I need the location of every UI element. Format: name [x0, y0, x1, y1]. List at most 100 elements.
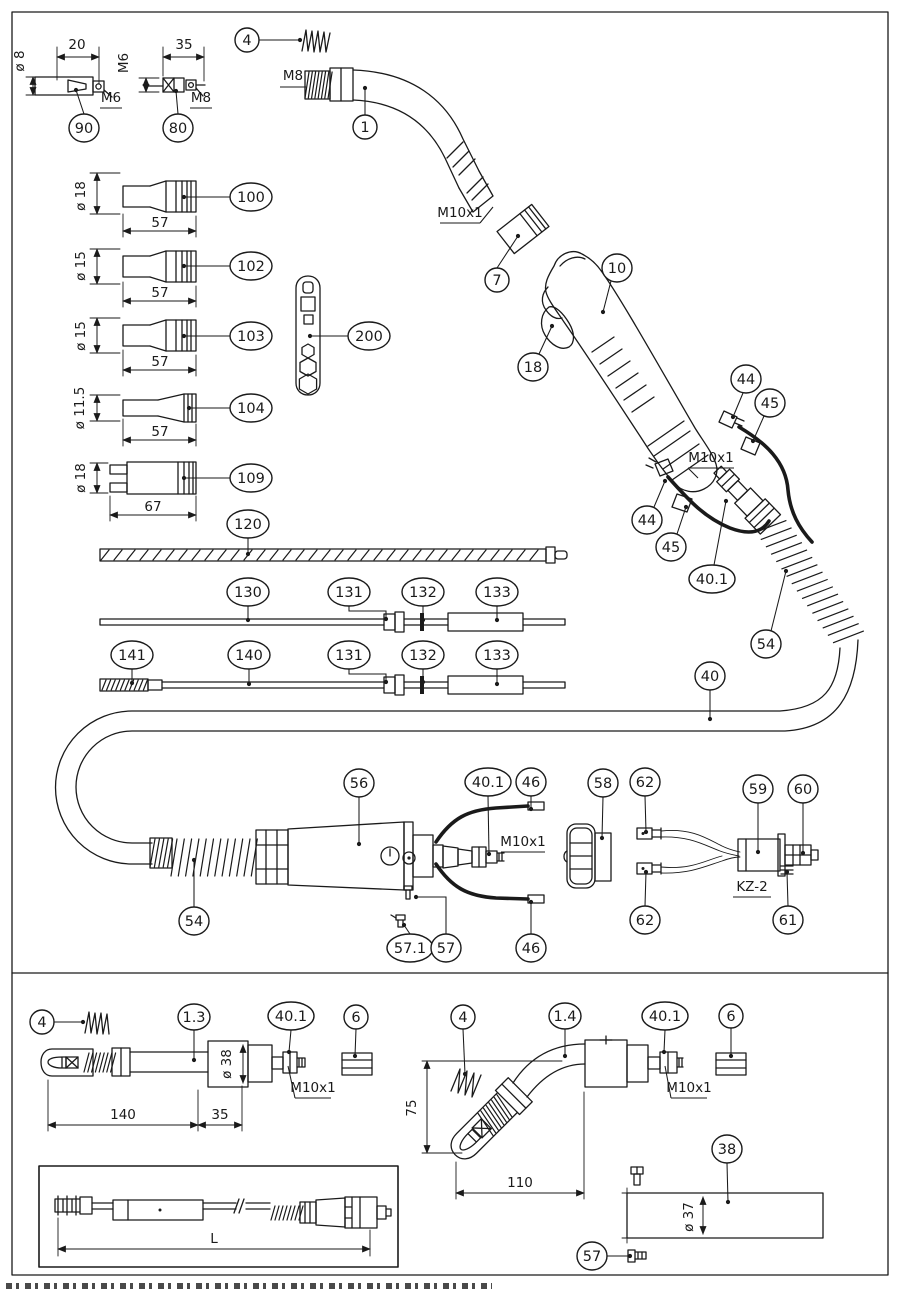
svg-text:140: 140	[235, 648, 263, 664]
svg-text:56: 56	[350, 776, 368, 792]
label-m10_d: M10x1	[664, 1065, 712, 1099]
svg-text:57: 57	[151, 215, 168, 231]
label-dim_d18a: ø 18	[73, 181, 89, 211]
inset-complete-torch-drawing	[38, 1165, 399, 1268]
label-m8_80: M8	[190, 90, 212, 109]
svg-text:M8: M8	[283, 68, 303, 84]
svg-text:57: 57	[151, 285, 168, 301]
balloon-54a: 54	[750, 568, 789, 659]
part-40-1-fitting-upper-drawing	[713, 465, 782, 535]
part-38-handle-tube-drawing	[621, 1187, 824, 1244]
svg-text:60: 60	[794, 782, 812, 798]
svg-text:35: 35	[175, 37, 192, 53]
svg-text:132: 132	[409, 585, 437, 601]
svg-text:57: 57	[583, 1249, 601, 1265]
balloon-57b: 57	[576, 1241, 633, 1271]
part-1-swan-neck-drawing	[304, 67, 494, 213]
part-10-handle-drawing	[541, 251, 718, 493]
balloon-131a: 131	[327, 577, 389, 622]
balloon-104: 104	[186, 393, 273, 423]
balloon-60: 60	[787, 774, 819, 856]
part-103-gas-nozzle-drawing	[89, 317, 197, 377]
liner-row-140-drawing	[99, 674, 566, 696]
svg-text:131: 131	[335, 585, 363, 601]
part-1-4-bent-neck-drawing	[421, 1035, 684, 1200]
svg-text:4: 4	[242, 33, 251, 49]
svg-text:20: 20	[68, 37, 85, 53]
svg-text:ø 18: ø 18	[73, 181, 89, 211]
label-dim_140: 140	[110, 1107, 136, 1123]
svg-text:38: 38	[718, 1142, 736, 1158]
part-102-gas-nozzle-drawing	[89, 248, 197, 308]
label-dim_d15b: ø 15	[73, 321, 89, 351]
svg-text:57: 57	[151, 354, 168, 370]
svg-text:6: 6	[351, 1010, 360, 1026]
svg-text:KZ-2: KZ-2	[736, 879, 767, 895]
part-46-wires-drawing	[434, 801, 545, 904]
balloon-4b: 4	[29, 1009, 86, 1035]
part-4-spring-bottom-mid-drawing	[450, 1068, 482, 1098]
svg-text:ø 15: ø 15	[73, 321, 89, 351]
label-dim_d8: ø 8	[12, 50, 28, 71]
control-wire-lower-drawing	[645, 457, 771, 534]
svg-text:102: 102	[237, 259, 265, 275]
part-104-gas-nozzle-drawing	[89, 393, 197, 447]
balloon-10: 10	[600, 253, 633, 315]
part-4-spring-bottom-left-drawing	[84, 1011, 110, 1035]
svg-text:120: 120	[234, 517, 262, 533]
svg-text:200: 200	[355, 329, 383, 345]
balloon-62b: 62	[629, 869, 661, 935]
svg-text:40.1: 40.1	[275, 1009, 307, 1025]
cropped-caption-text	[6, 1283, 492, 1289]
sheet-border	[11, 11, 889, 1276]
label-kz2: KZ-2	[733, 879, 771, 898]
label-dim_75: 75	[404, 1099, 420, 1116]
label-dim_L: L	[210, 1231, 218, 1247]
label-dim_67: 67	[144, 499, 161, 515]
svg-text:ø 18: ø 18	[73, 463, 89, 493]
screw-above-38-drawing	[630, 1166, 644, 1186]
svg-text:57.1: 57.1	[394, 941, 426, 957]
svg-text:62: 62	[636, 775, 654, 791]
svg-text:57: 57	[437, 941, 455, 957]
balloon-401d: 40.1	[641, 1001, 689, 1055]
svg-text:61: 61	[779, 913, 797, 929]
svg-text:44: 44	[638, 513, 656, 529]
svg-text:133: 133	[483, 648, 511, 664]
balloon-100: 100	[181, 182, 273, 212]
svg-text:54: 54	[757, 637, 775, 653]
svg-text:57: 57	[151, 424, 168, 440]
balloon-54b: 54	[178, 857, 210, 936]
part-6-sleeve-left-drawing	[341, 1052, 373, 1076]
balloon-38: 38	[711, 1134, 743, 1205]
label-dim_20: 20	[68, 37, 85, 53]
balloon-102: 102	[181, 251, 273, 281]
svg-text:4: 4	[37, 1015, 46, 1031]
balloon-401b: 40.1	[464, 767, 512, 857]
svg-text:44: 44	[737, 372, 755, 388]
svg-text:141: 141	[118, 648, 146, 664]
label-dim_57c: 57	[151, 354, 168, 370]
part-90-contact-tip-drawing	[25, 46, 113, 98]
svg-text:L: L	[210, 1231, 218, 1247]
balloon-6b: 6	[718, 1003, 744, 1059]
svg-text:100: 100	[237, 190, 265, 206]
part-56-central-connector-drawing	[149, 821, 505, 891]
label-dim_35c: 35	[211, 1107, 228, 1123]
part-100-gas-nozzle-drawing	[89, 172, 197, 238]
balloon-7: 7	[484, 233, 521, 293]
label-m10_p1: M10x1	[437, 205, 494, 224]
label-m10_c: M10x1	[287, 1065, 336, 1099]
svg-text:M6: M6	[101, 90, 121, 106]
balloon-131b: 131	[327, 640, 389, 685]
part-7-insulator-drawing	[496, 203, 550, 255]
svg-text:M10x1: M10x1	[290, 1080, 335, 1096]
svg-text:10: 10	[608, 261, 626, 277]
balloon-44b: 44	[631, 478, 668, 535]
svg-text:40.1: 40.1	[696, 572, 728, 588]
balloon-62a: 62	[629, 767, 661, 835]
